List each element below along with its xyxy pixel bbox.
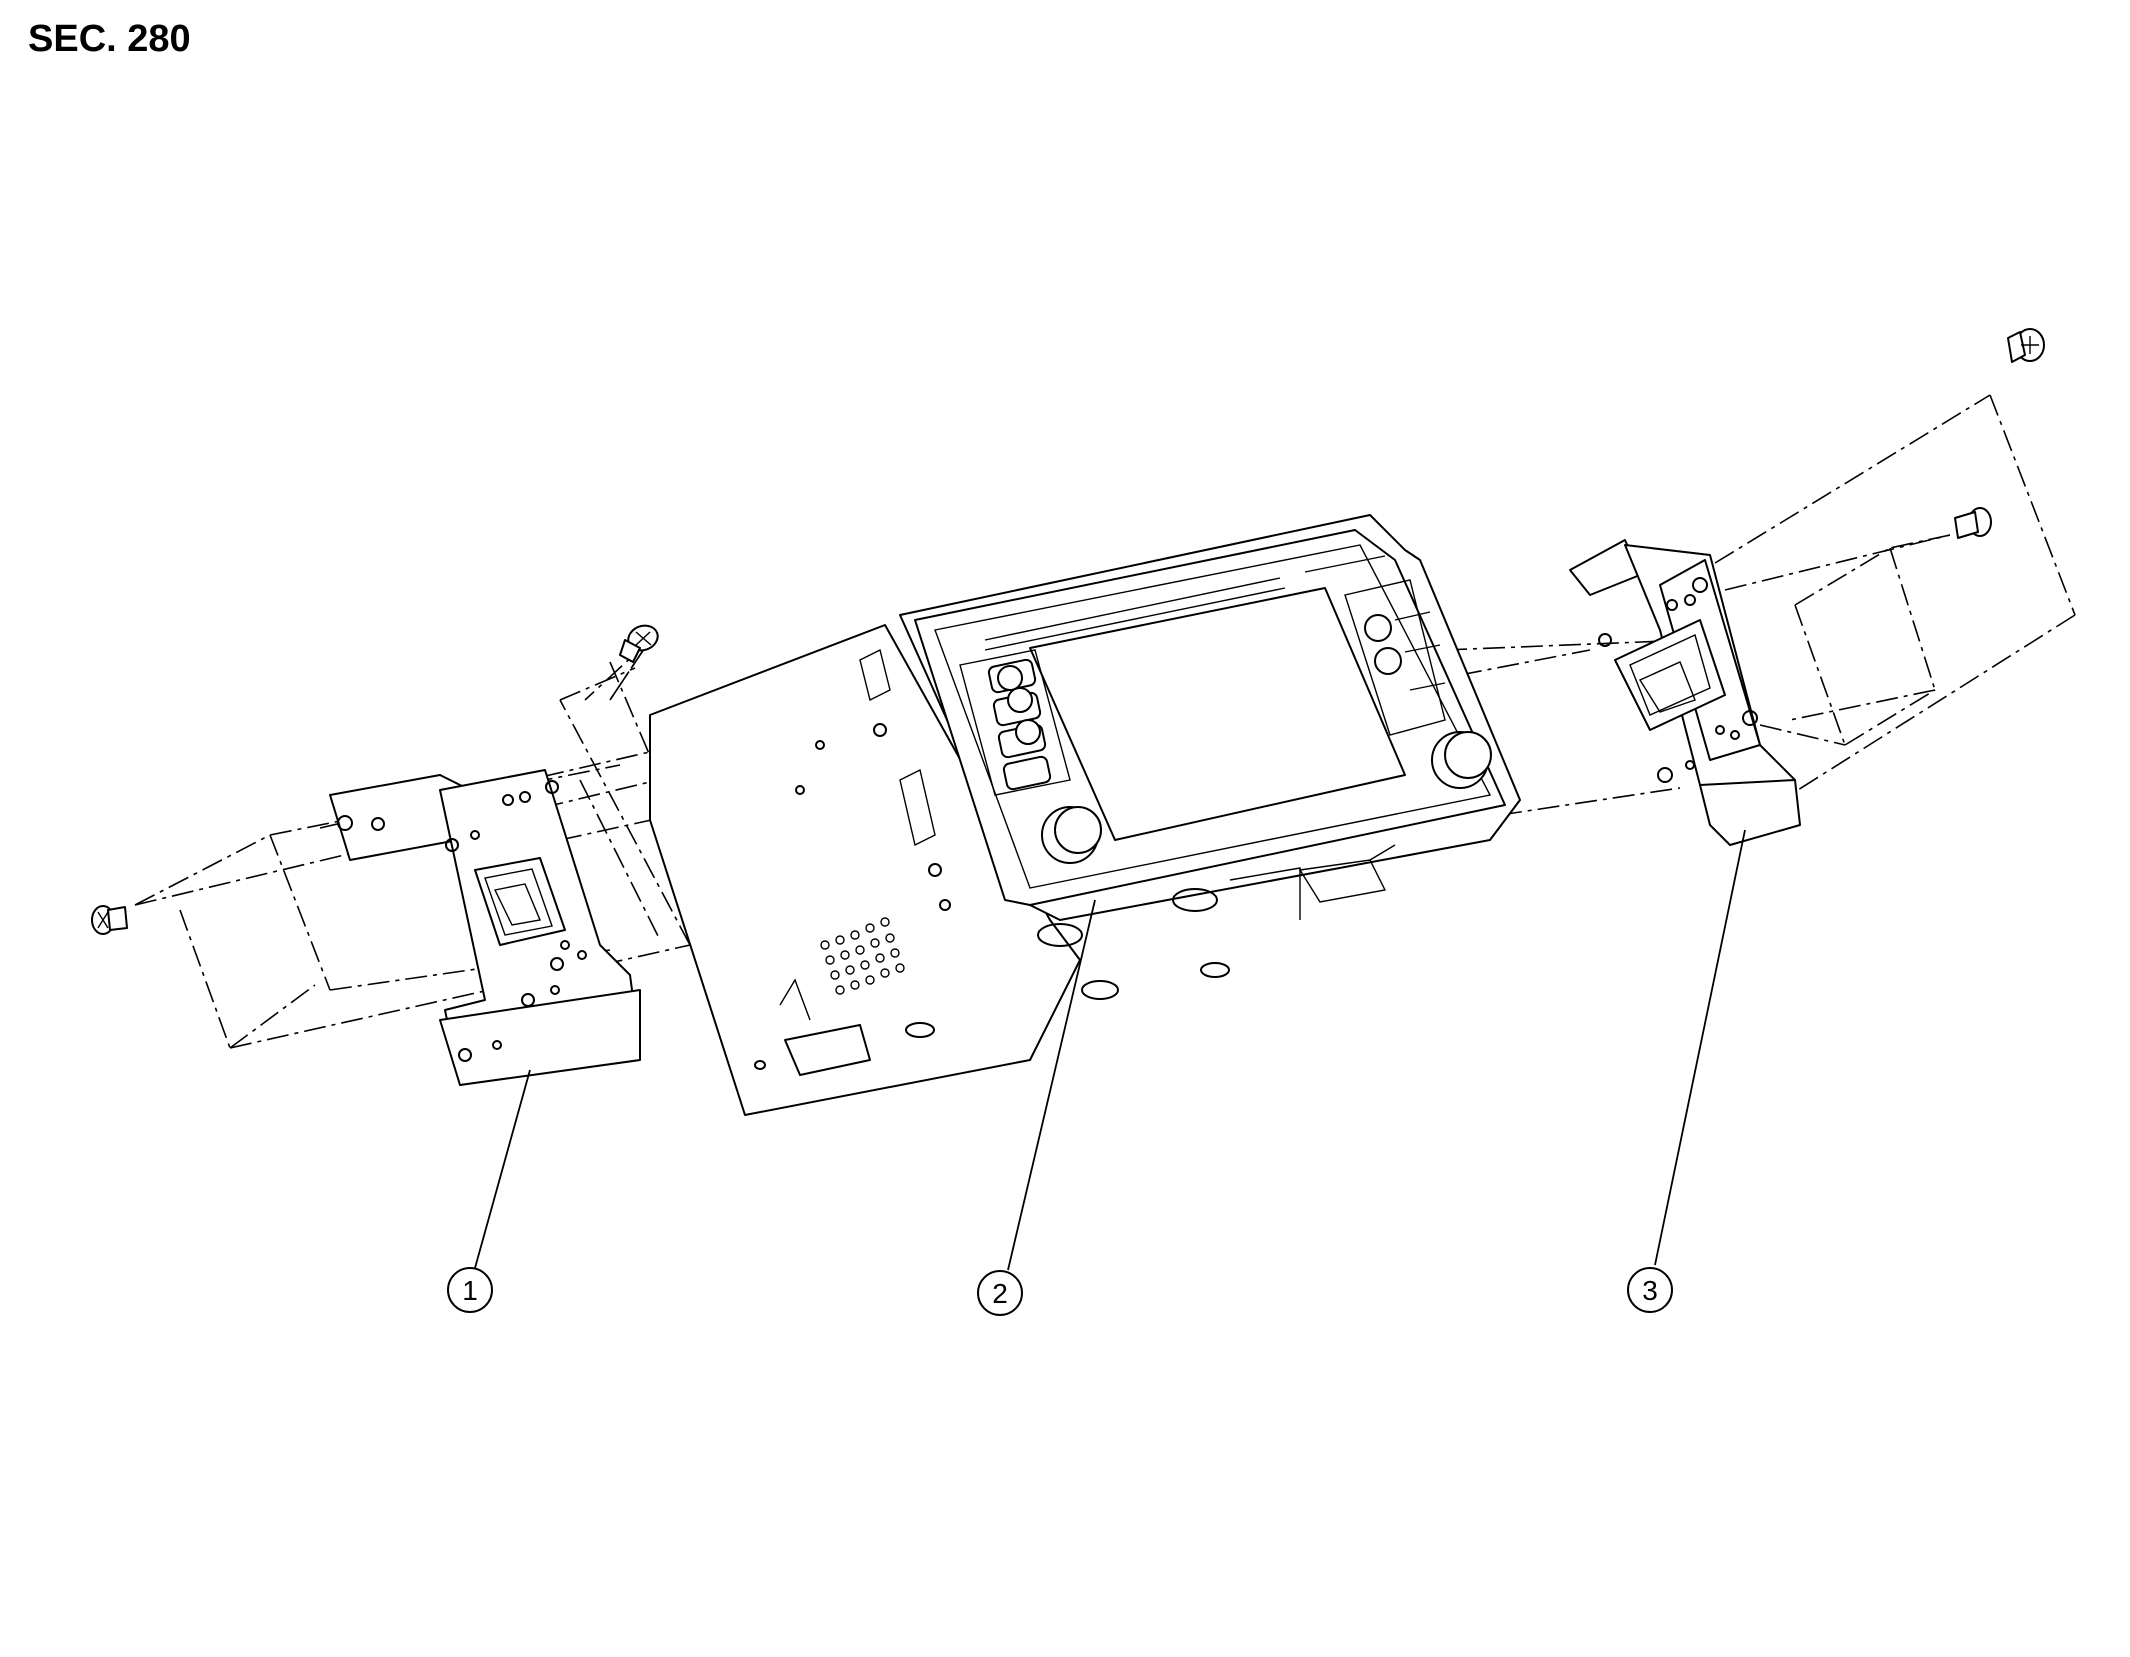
section-title: SEC. 280: [28, 18, 191, 60]
callout-3: 3: [1627, 1267, 1673, 1313]
navigation-audio-unit: [649, 514, 1521, 1116]
vent-holes: [820, 917, 905, 995]
screw-right: [1954, 507, 1992, 539]
callout-2: 2: [977, 1270, 1023, 1316]
screw-top-left: [619, 624, 659, 663]
screw-left: [91, 905, 128, 935]
screw-top-right: [2007, 328, 2045, 363]
callout-1-label: 1: [462, 1275, 478, 1306]
right-bracket: [1569, 539, 1801, 846]
leader-lines: [474, 829, 1746, 1271]
alignment-lines-right: [1444, 394, 2076, 816]
callout-2-label: 2: [992, 1278, 1008, 1309]
callout-3-label: 3: [1642, 1275, 1658, 1306]
callout-1: 1: [447, 1267, 493, 1313]
left-bracket: [329, 769, 641, 1086]
